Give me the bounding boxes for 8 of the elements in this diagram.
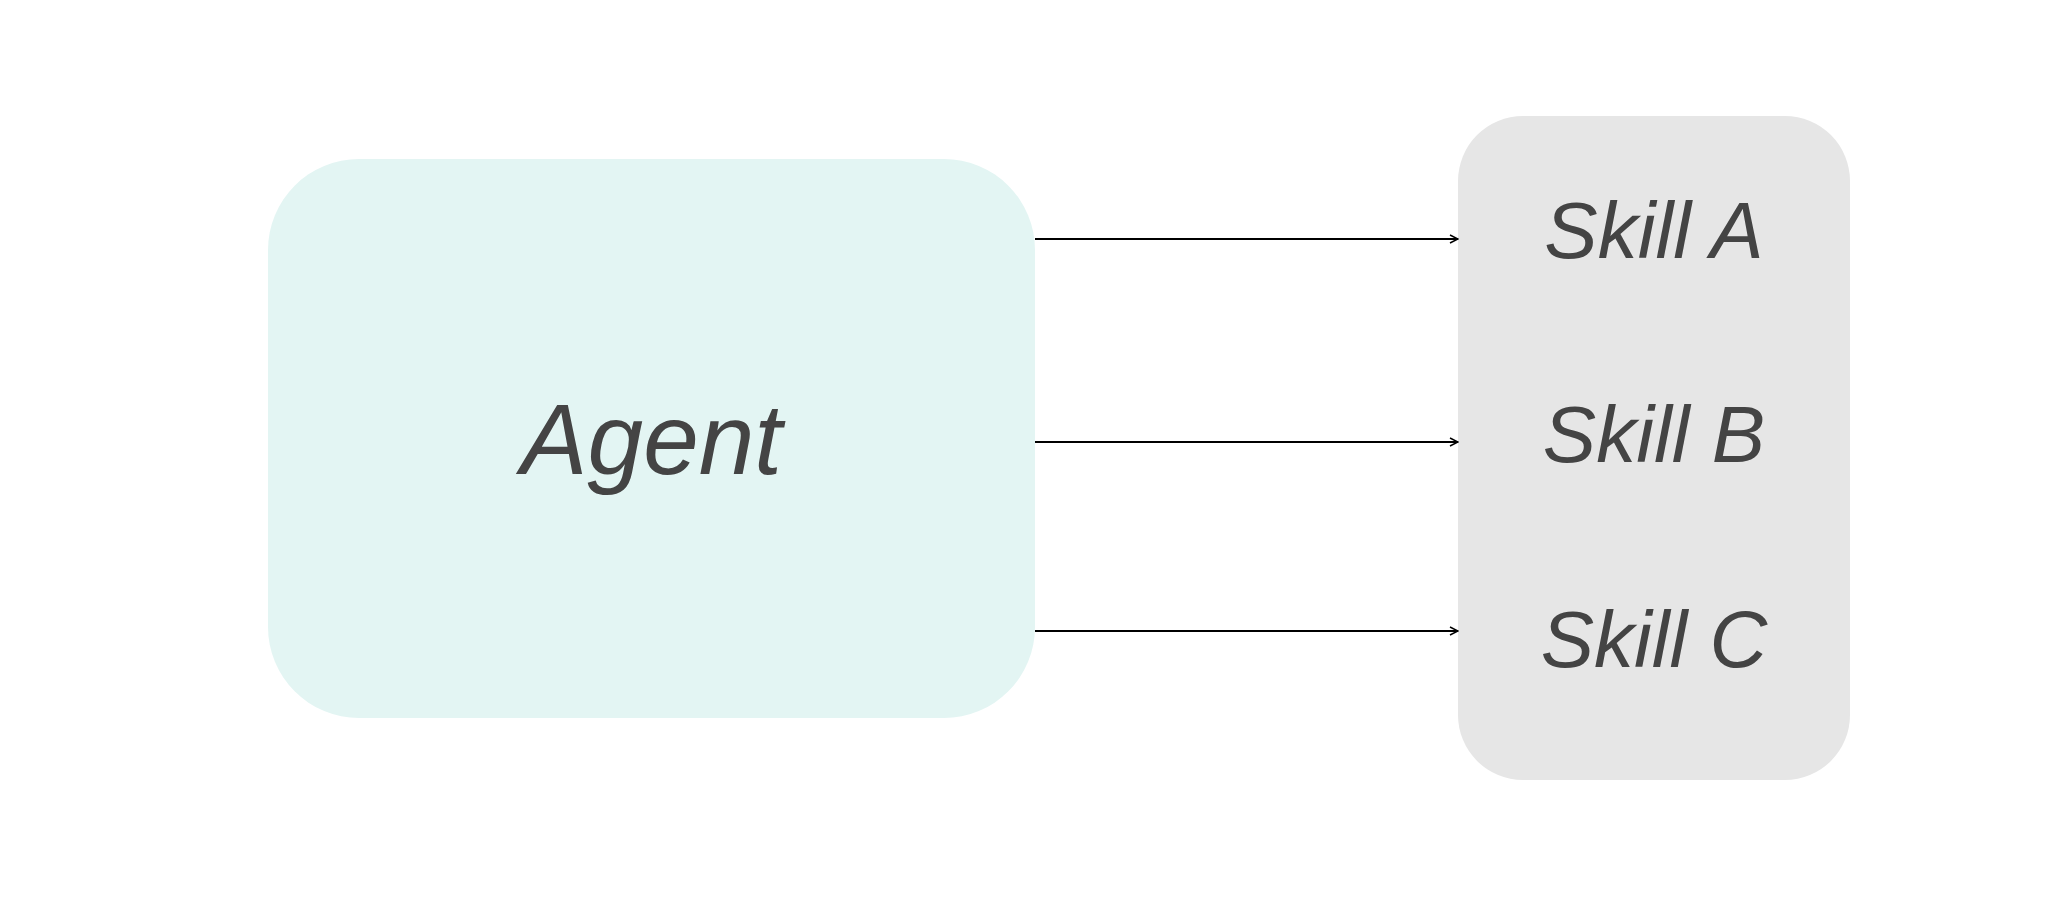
agent-box: Agent <box>268 159 1035 718</box>
arrow <box>1034 437 1459 447</box>
skill-label: Skill C <box>1458 585 1850 695</box>
skill-label: Skill B <box>1458 380 1850 490</box>
skills-panel <box>1458 116 1850 780</box>
arrow <box>1034 626 1459 636</box>
arrow <box>1034 234 1459 244</box>
skill-label: Skill A <box>1458 176 1850 286</box>
